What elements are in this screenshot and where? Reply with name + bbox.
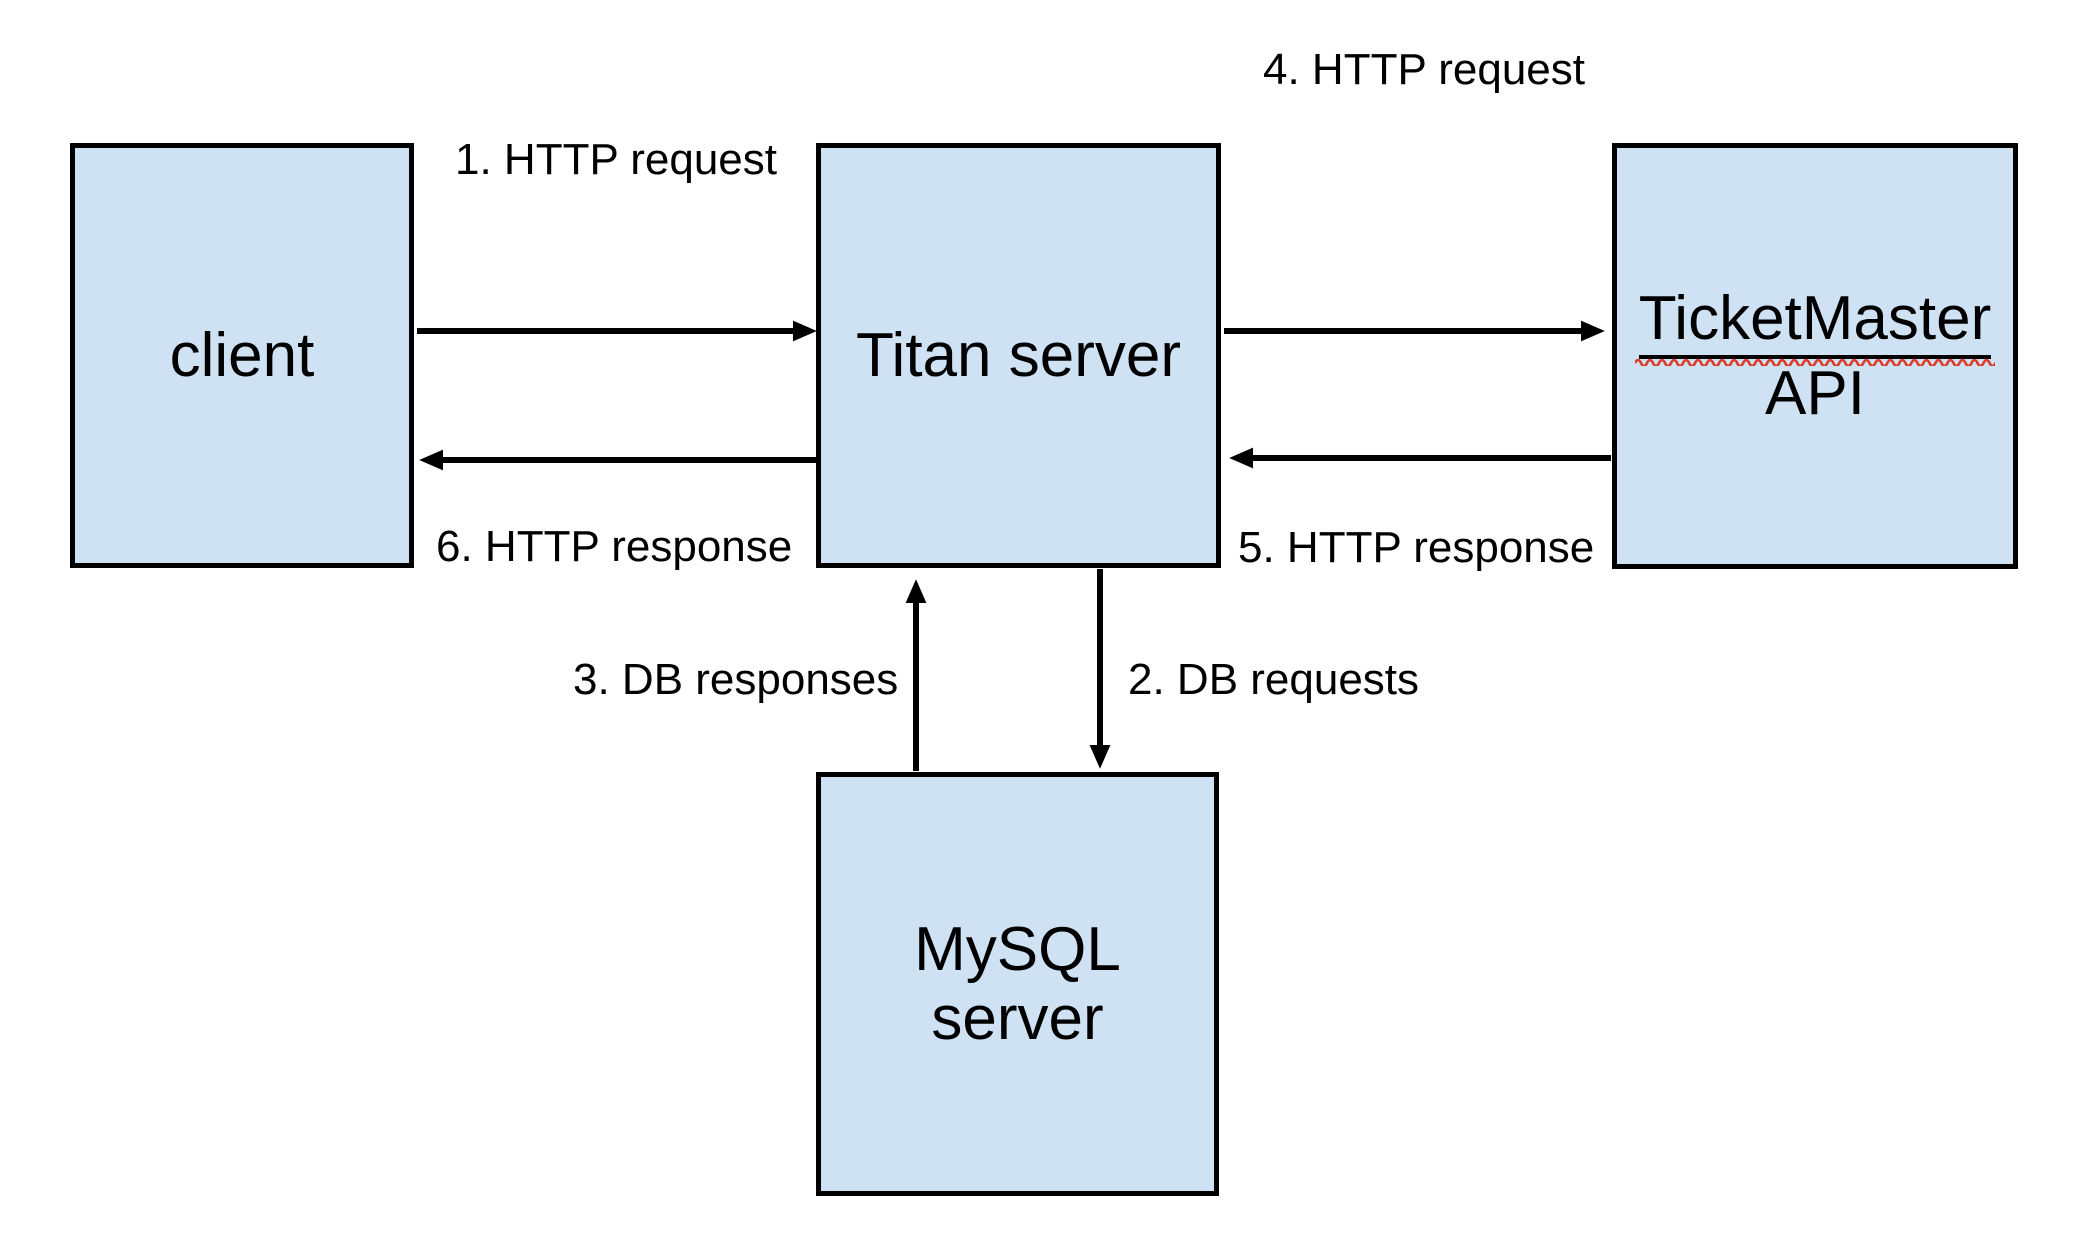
edge-label-2-db-requests: 2. DB requests [1128, 655, 1420, 704]
edge-label-4-http-request: 4. HTTP request [1263, 45, 1585, 94]
node-ticketmaster-label-line1: TicketMaster [1634, 284, 1996, 366]
node-ticketmaster-label-line2: API [1765, 359, 1865, 428]
edge-label-1-http-request: 1. HTTP request [455, 135, 777, 184]
node-client-label: client [169, 320, 315, 390]
edge-label-5-http-response: 5. HTTP response [1238, 523, 1595, 572]
node-client: client [70, 143, 414, 568]
node-mysql-server: MySQL server [816, 772, 1219, 1196]
edge-label-3-db-responses: 3. DB responses [573, 655, 899, 704]
edge-label-6-http-response: 6. HTTP response [436, 522, 793, 571]
node-mysql-label-line2: server [931, 984, 1104, 1053]
node-titan-server: Titan server [816, 143, 1221, 568]
node-mysql-label-line1: MySQL [914, 914, 1121, 984]
node-titan-server-label: Titan server [855, 320, 1181, 390]
node-ticketmaster-api: TicketMaster API [1612, 143, 2018, 569]
